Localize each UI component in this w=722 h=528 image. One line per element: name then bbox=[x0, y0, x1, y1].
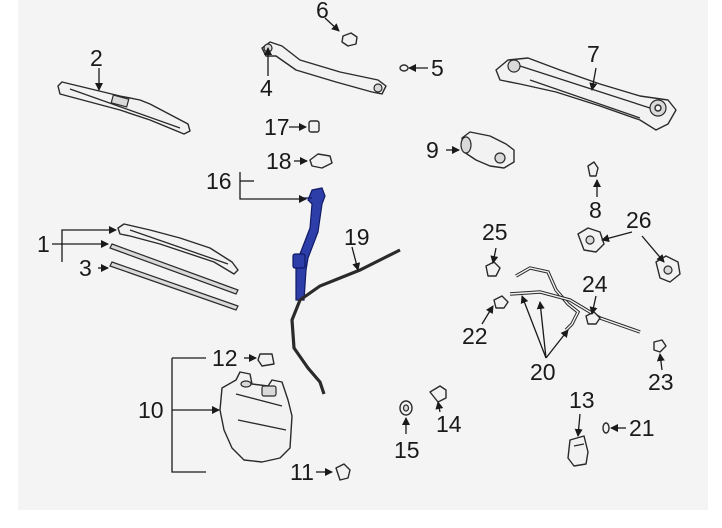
callout-4: 4 bbox=[260, 75, 273, 101]
callout-7: 7 bbox=[587, 41, 600, 67]
callout-labels: 2 4 6 5 7 17 18 9 8 16 19 1 3 12 10 11 2… bbox=[37, 0, 674, 485]
clip-part-5[interactable] bbox=[399, 64, 409, 72]
callout-22: 22 bbox=[462, 323, 488, 349]
bracket-part-13[interactable] bbox=[567, 435, 589, 467]
callout-11: 11 bbox=[290, 459, 314, 485]
callout-23: 23 bbox=[648, 369, 674, 395]
callout-15: 15 bbox=[394, 437, 420, 463]
grommet-part-15[interactable] bbox=[399, 400, 413, 416]
reservoir-tank-part-10[interactable] bbox=[219, 371, 293, 463]
pump-part-14[interactable] bbox=[429, 385, 447, 403]
callout-16: 16 bbox=[206, 168, 232, 194]
nut-part-6[interactable] bbox=[341, 32, 358, 47]
callout-9: 9 bbox=[426, 137, 439, 163]
joint-part-24[interactable] bbox=[585, 311, 601, 325]
nozzle-part-26-left[interactable] bbox=[577, 227, 605, 253]
washer-hose-part-19[interactable] bbox=[290, 248, 401, 395]
wiper-linkage-part-7[interactable] bbox=[495, 57, 677, 131]
cap-part-18[interactable] bbox=[309, 153, 333, 169]
callout-12: 12 bbox=[212, 345, 238, 371]
callout-20: 20 bbox=[530, 359, 556, 385]
callout-1: 1 bbox=[37, 231, 50, 257]
filler-neck-part-16[interactable] bbox=[292, 187, 326, 301]
callout-5: 5 bbox=[431, 55, 444, 81]
callout-26: 26 bbox=[626, 207, 652, 233]
clip-part-23[interactable] bbox=[653, 339, 667, 353]
callout-13: 13 bbox=[569, 387, 595, 413]
screw-part-21[interactable] bbox=[602, 422, 610, 434]
callout-24: 24 bbox=[582, 271, 608, 297]
check-valve-part-25[interactable] bbox=[485, 261, 501, 277]
blade-refill-part-3[interactable] bbox=[109, 261, 239, 311]
callout-8: 8 bbox=[589, 197, 602, 223]
wiper-arm-part-4[interactable] bbox=[261, 41, 387, 95]
leader-lines bbox=[52, 17, 665, 476]
wiper-motor-part-9[interactable] bbox=[460, 131, 515, 169]
nozzle-part-8[interactable] bbox=[587, 161, 599, 177]
connector-part-22[interactable] bbox=[493, 295, 509, 309]
grommet-part-11[interactable] bbox=[335, 463, 351, 481]
callout-3: 3 bbox=[79, 255, 92, 281]
callout-14: 14 bbox=[436, 411, 462, 437]
callout-6: 6 bbox=[316, 0, 329, 23]
cap-part-17[interactable] bbox=[308, 120, 320, 133]
callout-18: 18 bbox=[266, 148, 292, 174]
callout-17: 17 bbox=[264, 114, 290, 140]
washer-tubes-part-20[interactable] bbox=[509, 266, 641, 334]
callout-25: 25 bbox=[482, 219, 508, 245]
nozzle-part-26-right[interactable] bbox=[655, 255, 681, 283]
callout-19: 19 bbox=[344, 224, 370, 250]
wiper-blade-assembly-part-1[interactable] bbox=[109, 223, 239, 295]
wiper-blade-part-2[interactable] bbox=[57, 81, 191, 135]
tank-cap-part-12[interactable] bbox=[257, 353, 275, 367]
callout-2: 2 bbox=[90, 45, 103, 71]
callout-21: 21 bbox=[629, 415, 655, 441]
callout-10: 10 bbox=[138, 397, 164, 423]
